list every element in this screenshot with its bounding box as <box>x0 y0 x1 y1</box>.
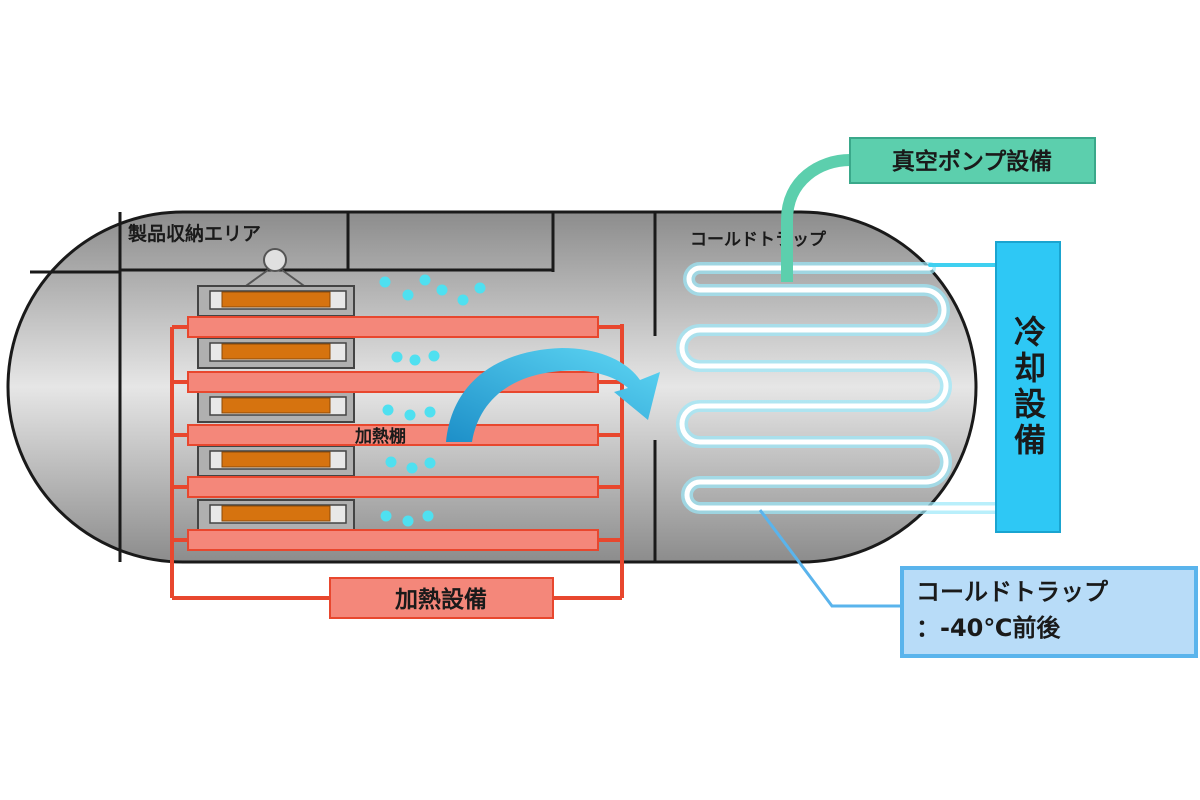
vacuum-pipe <box>781 154 851 282</box>
heating-equipment-label: 加熱設備 <box>394 586 487 613</box>
callout-leader <box>758 509 902 608</box>
cooling-equipment-box <box>995 241 1061 533</box>
product <box>221 451 331 468</box>
heating-shelf <box>187 316 599 338</box>
cooling-equipment-label: 冷却設備 <box>1009 315 1047 459</box>
heating-shelf <box>187 371 599 393</box>
product <box>221 343 331 360</box>
heating-equipment-box <box>329 577 554 619</box>
cold-trap-note-line1: コールドトラップ <box>916 578 1108 606</box>
cold-trap-callout: コールドトラップ ：-40℃前後 <box>902 568 1192 654</box>
product <box>221 291 331 308</box>
product <box>221 397 331 414</box>
tray <box>197 391 355 423</box>
vapor-particles <box>379 274 486 527</box>
heater-piping <box>170 324 624 600</box>
heating-shelf <box>187 476 599 498</box>
vapor-flow-arrow-icon <box>446 348 660 442</box>
cold-trap-coil <box>676 262 1001 514</box>
heating-shelves <box>187 316 599 551</box>
chamber-partitions <box>30 212 657 562</box>
cold-trap-label: コールドトラップ <box>690 229 827 250</box>
heating-shelf <box>187 529 599 551</box>
heating-shelf <box>187 424 599 446</box>
tray <box>197 337 355 369</box>
tray <box>197 445 355 477</box>
tray <box>197 499 355 531</box>
cold-trap-callout-box <box>900 566 1198 658</box>
cold-trap-note-line2: ：-40℃前後 <box>916 614 1061 642</box>
vacuum-pump-box <box>849 137 1096 184</box>
product <box>221 505 331 522</box>
product-trays <box>197 285 355 531</box>
heating-shelf-label: 加熱棚 <box>354 426 406 447</box>
tray <box>197 285 355 317</box>
vacuum-pump-label: 真空ポンプ設備 <box>892 148 1052 175</box>
storage-area-label: 製品収納エリア <box>127 222 261 245</box>
